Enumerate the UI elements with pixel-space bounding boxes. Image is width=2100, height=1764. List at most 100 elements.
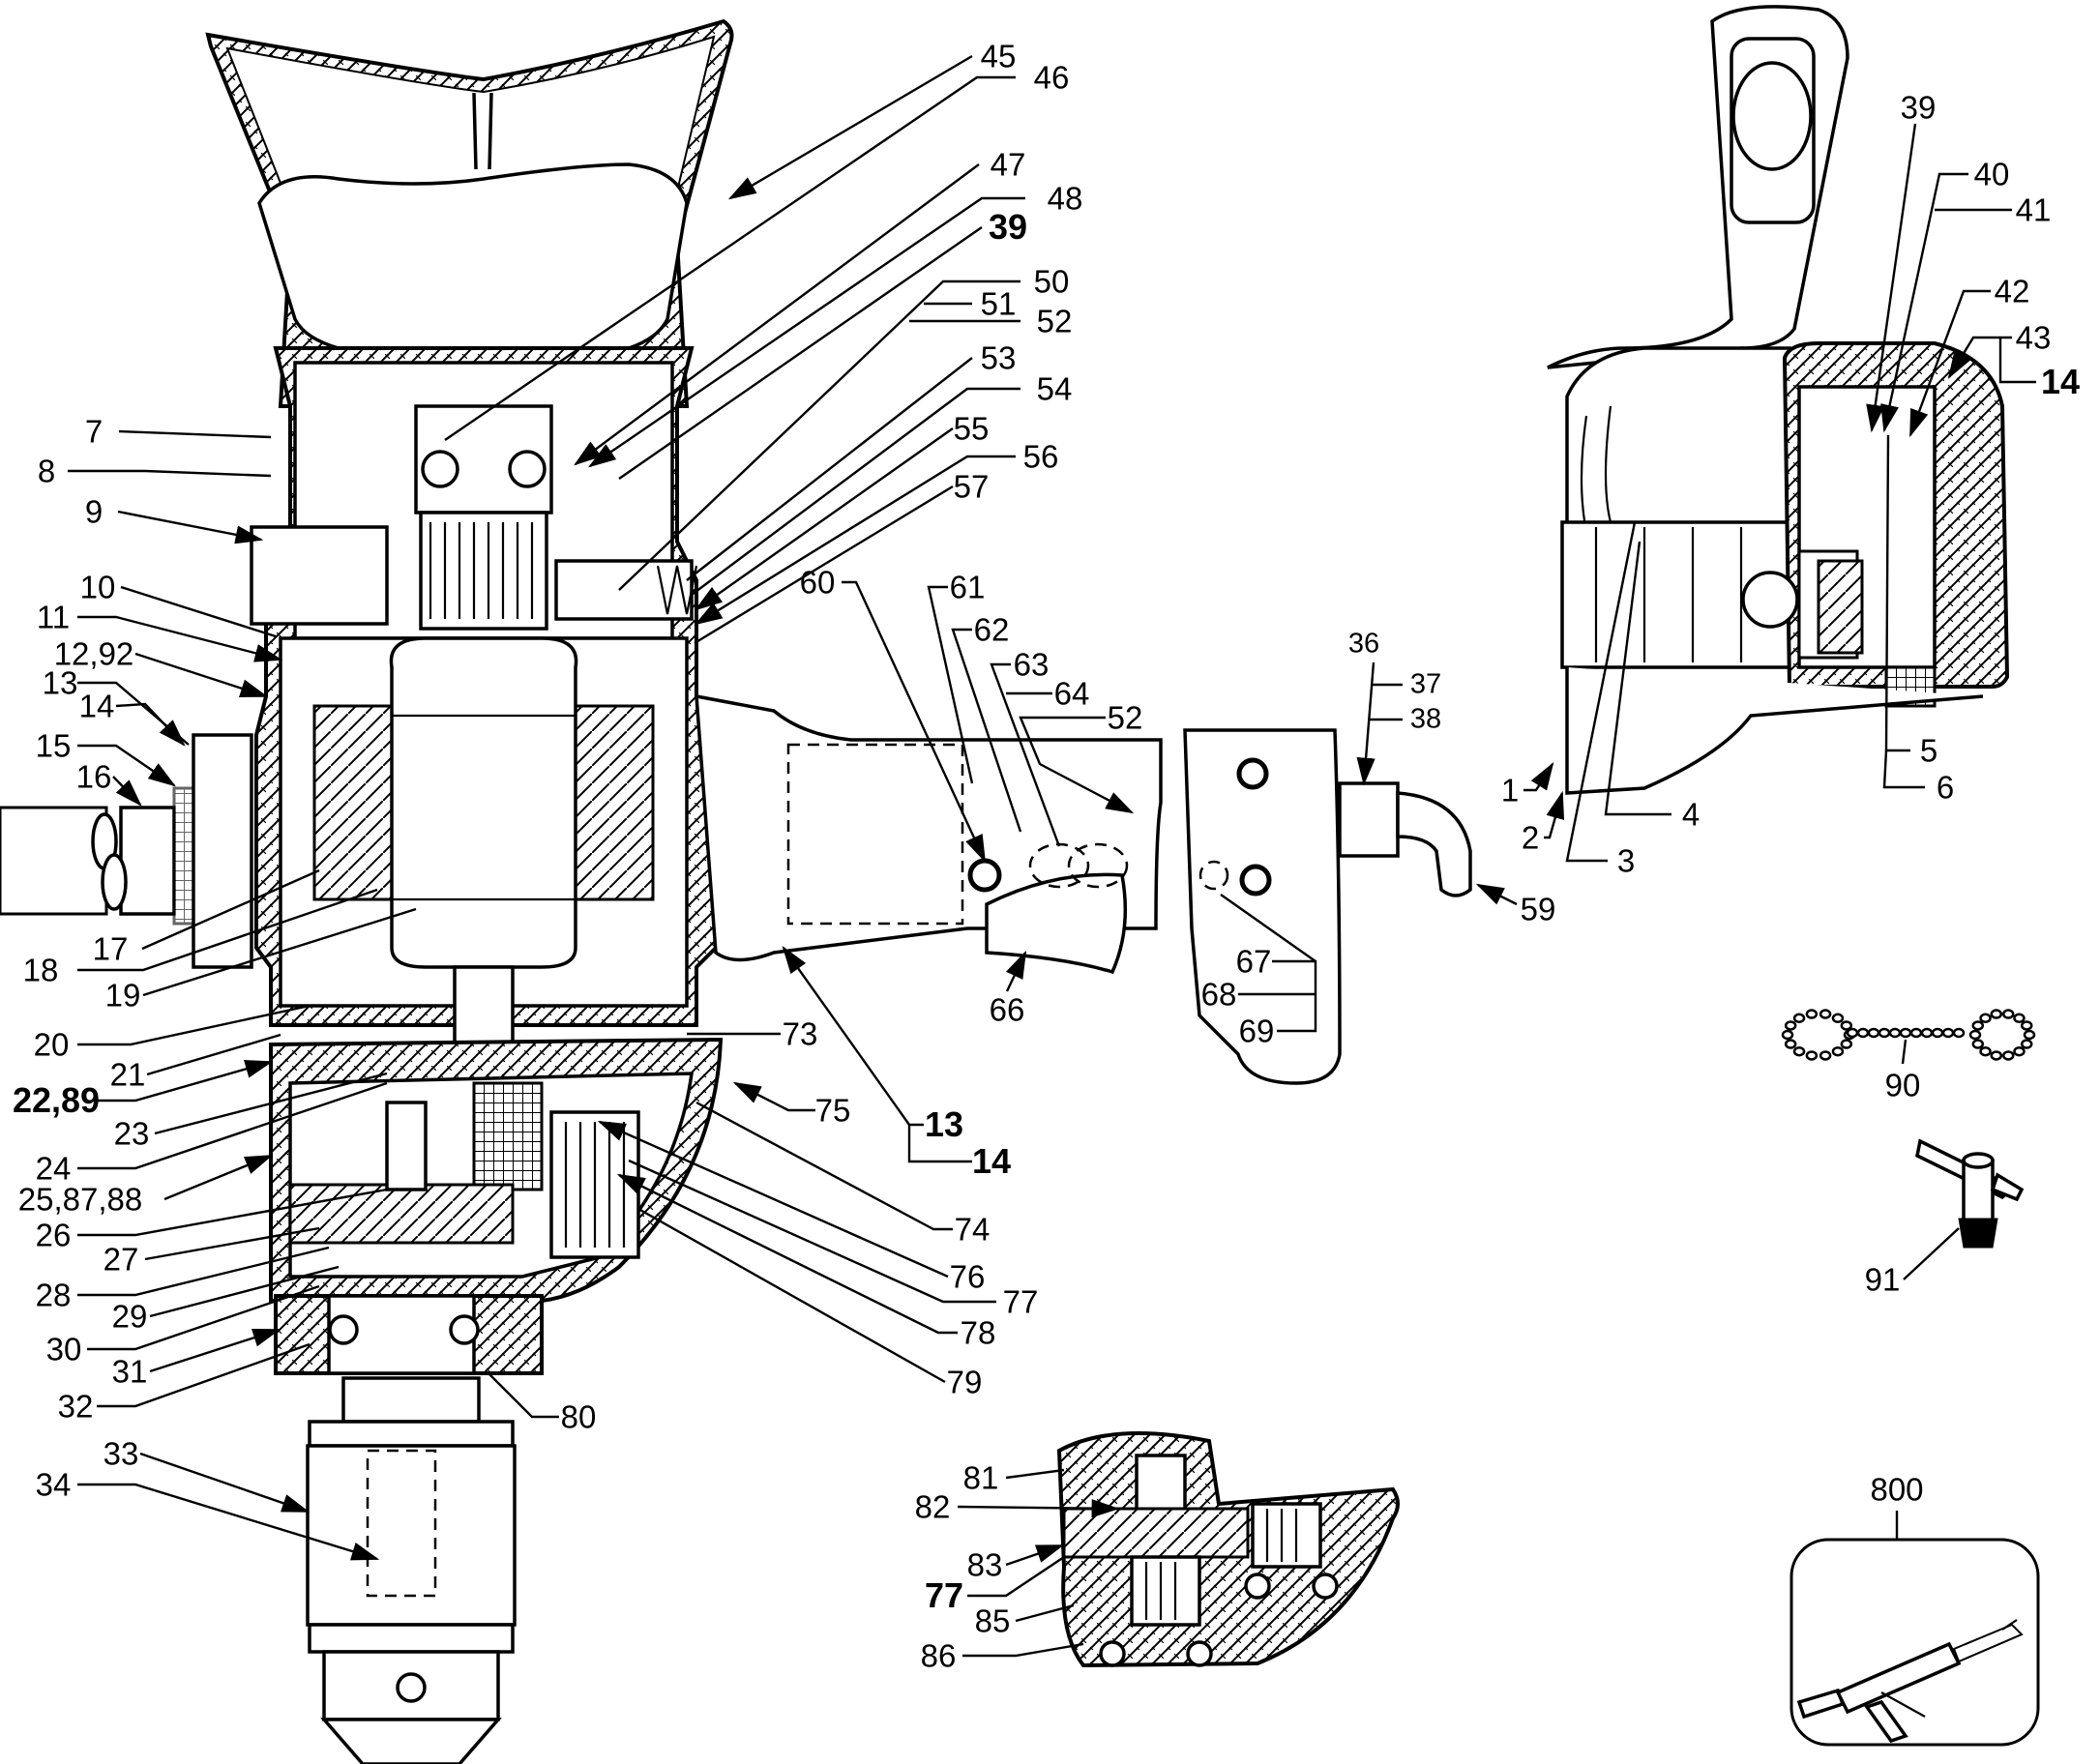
part-label-48: 48: [1047, 180, 1083, 217]
part-label-800: 800: [1870, 1471, 1924, 1508]
part-label-33: 33: [103, 1435, 139, 1472]
part-label-66: 66: [989, 991, 1025, 1028]
gear-detail-inset: [1056, 1431, 1400, 1668]
chuck: [274, 1294, 544, 1764]
chain-link: [1846, 1027, 1859, 1039]
part-label-77-inset: 77: [924, 1575, 964, 1615]
part-label-46: 46: [1033, 59, 1070, 96]
part-label-74: 74: [954, 1211, 991, 1248]
part-label-77: 77: [1002, 1283, 1039, 1320]
part-label-39: 39: [988, 207, 1028, 247]
part-label-16: 16: [75, 758, 112, 795]
chuck-key-chain: [1781, 1009, 2036, 1061]
part-label-41: 41: [2015, 191, 2052, 228]
chain-link: [2023, 1029, 2036, 1041]
part-label-82: 82: [914, 1488, 951, 1525]
chain-link: [1990, 1050, 2003, 1061]
chain-link: [1941, 1027, 1955, 1039]
spade-handle: [205, 18, 734, 408]
part-label-86: 86: [920, 1637, 957, 1674]
chain-link: [1931, 1027, 1944, 1039]
part-label-14: 14: [78, 688, 115, 724]
part-label-50: 50: [1033, 263, 1070, 300]
part-label-81: 81: [962, 1459, 999, 1496]
handle-detail-view: [1547, 5, 2010, 795]
part-label-32: 32: [57, 1388, 94, 1425]
chuck-key: [1915, 1138, 2025, 1249]
chain-link: [1781, 1029, 1794, 1041]
part-label-30: 30: [45, 1331, 82, 1367]
part-label-45: 45: [980, 38, 1017, 74]
chain-link: [2013, 1045, 2026, 1057]
part-label-80: 80: [560, 1398, 597, 1435]
part-label-13-rear: 13: [924, 1104, 964, 1144]
chain-link: [1805, 1009, 1819, 1019]
chain-link: [1840, 1039, 1853, 1049]
part-label-76: 76: [949, 1258, 986, 1295]
part-label-22-89: 22,89: [12, 1080, 101, 1120]
part-label-4: 4: [1681, 796, 1701, 833]
part-label-38: 38: [1409, 703, 1442, 735]
chain-link: [1792, 1013, 1806, 1024]
part-label-21: 21: [109, 1056, 146, 1093]
chain-link: [1805, 1050, 1819, 1061]
chain-link: [1899, 1027, 1912, 1039]
part-label-34: 34: [35, 1466, 72, 1503]
part-label-85: 85: [974, 1602, 1011, 1639]
part-label-91: 91: [1864, 1261, 1901, 1298]
chain-link: [1867, 1027, 1880, 1039]
part-label-12-92: 12,92: [53, 635, 134, 672]
chain-link: [1784, 1020, 1797, 1031]
rear-handle: [695, 693, 1472, 1085]
part-label-63: 63: [1013, 646, 1050, 683]
chain-link: [1968, 1029, 1982, 1041]
part-label-90: 90: [1884, 1067, 1921, 1103]
part-label-24: 24: [35, 1150, 72, 1187]
part-label-23: 23: [113, 1115, 150, 1152]
chain-link: [1979, 1045, 1992, 1057]
chain-link: [1831, 1045, 1845, 1057]
part-label-11: 11: [36, 599, 71, 635]
part-label-6: 6: [1936, 769, 1955, 806]
part-label-68: 68: [1200, 976, 1237, 1013]
part-label-1: 1: [1500, 772, 1520, 808]
part-label-37: 37: [1409, 668, 1442, 700]
part-label-28: 28: [35, 1277, 72, 1313]
part-label-52-rear: 52: [1107, 699, 1143, 736]
part-label-51: 51: [980, 285, 1017, 322]
chain-link: [1971, 1039, 1985, 1049]
part-label-52: 52: [1036, 303, 1073, 339]
part-label-83: 83: [966, 1546, 1003, 1583]
part-label-42: 42: [1994, 273, 2030, 309]
part-label-7: 7: [84, 413, 104, 450]
part-label-69: 69: [1238, 1013, 1275, 1049]
part-label-9: 9: [84, 493, 104, 530]
chain-link: [2013, 1013, 2026, 1024]
part-label-60: 60: [799, 564, 836, 601]
part-label-20: 20: [33, 1026, 70, 1063]
part-label-39-detail: 39: [1900, 89, 1937, 126]
chain-link: [1990, 1009, 2003, 1019]
part-label-64: 64: [1053, 675, 1090, 712]
part-label-14-detail: 14: [2040, 362, 2081, 401]
chain-link: [1792, 1045, 1806, 1057]
part-label-19: 19: [104, 977, 141, 1014]
gear-case: [269, 1037, 724, 1303]
chain-link: [1840, 1020, 1853, 1031]
part-label-15: 15: [35, 727, 72, 764]
part-label-40: 40: [1973, 156, 2010, 192]
chain-link: [1878, 1027, 1891, 1039]
part-label-27: 27: [103, 1241, 139, 1278]
part-label-14-rear: 14: [971, 1141, 1012, 1181]
chain-link: [1952, 1027, 1966, 1039]
part-label-55: 55: [953, 410, 990, 447]
part-label-13: 13: [42, 664, 78, 701]
chain-link: [1831, 1013, 1845, 1024]
chain-link: [2020, 1020, 2033, 1031]
part-label-3: 3: [1616, 842, 1636, 879]
part-label-26: 26: [35, 1217, 72, 1253]
part-label-18: 18: [22, 952, 59, 988]
part-label-75: 75: [814, 1092, 851, 1129]
part-label-79: 79: [946, 1364, 983, 1400]
